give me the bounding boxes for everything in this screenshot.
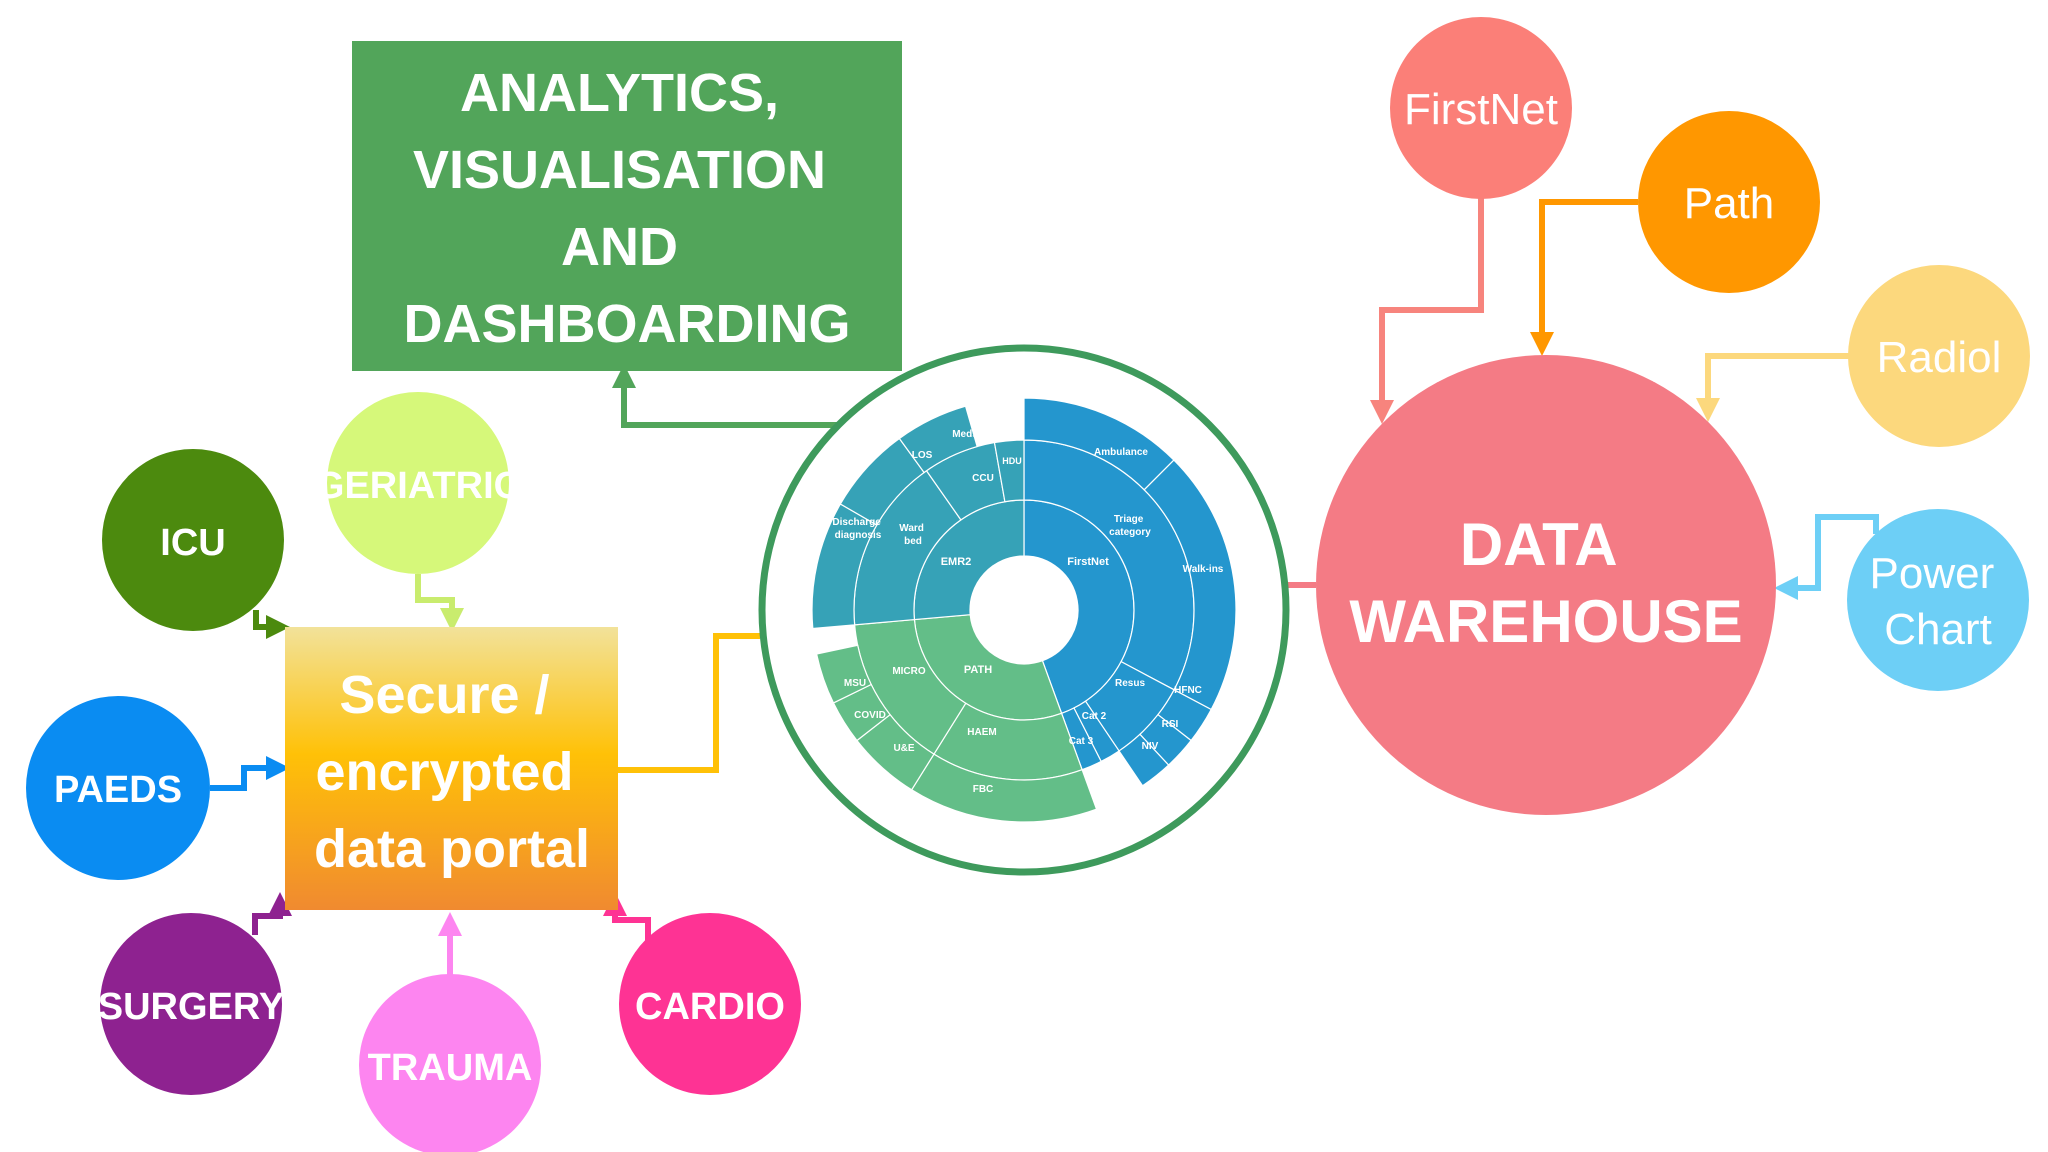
radiol-circle — [1848, 265, 2030, 447]
sb-label-micro: MICRO — [892, 666, 926, 677]
data-portal-box: Secure / encrypted data portal — [285, 627, 618, 910]
geriatric-circle — [327, 392, 509, 574]
sb-label-ambulance: Ambulance — [1094, 447, 1148, 458]
department-nodes: ICU GERIATRIC PAEDS SURGERY TRAUMA CARDI… — [26, 392, 801, 1152]
sb-label-fbc: FBC — [973, 784, 994, 795]
powerchart-node: Power Chart — [1847, 509, 2029, 691]
trauma-circle — [359, 974, 541, 1152]
path-circle — [1638, 111, 1820, 293]
surgery-arrow — [252, 892, 292, 935]
path-node: Path — [1638, 111, 1820, 293]
data-warehouse-node: DATA WAREHOUSE — [1316, 355, 1776, 815]
powerchart-line-2: Chart — [1884, 605, 1992, 654]
surgery-label: SURGERY — [98, 986, 285, 1028]
sb-label-walk-ins: Walk-ins — [1183, 564, 1224, 575]
icu-circle — [102, 449, 284, 631]
portal-title: Secure / encrypted data portal — [314, 665, 590, 879]
radiol-node: Radiol — [1848, 265, 2030, 447]
sb-label-los: LOS — [912, 450, 933, 461]
sunburst-hole — [970, 556, 1078, 664]
geriatric-label: GERIATRIC — [315, 465, 521, 507]
sb-wedge-niv — [1118, 733, 1170, 787]
sb-label-path: PATH — [964, 664, 992, 676]
sb-label-msu: MSU — [844, 678, 866, 689]
portal-line-1: Secure / — [339, 665, 549, 725]
surgery-circle — [100, 913, 282, 1095]
firstnet-node: FirstNet — [1390, 17, 1572, 199]
icu-label: ICU — [160, 522, 225, 564]
sb-label-hfnc: HFNC — [1174, 685, 1202, 696]
paeds-label: PAEDS — [54, 769, 182, 811]
path-arrow — [1530, 199, 1638, 356]
analytics-line-4: DASHBOARDING — [403, 294, 850, 354]
portal-to-sunburst-connector — [618, 633, 760, 773]
geriatric-arrow — [415, 574, 464, 632]
paeds-arrow — [210, 756, 290, 791]
cardio-node: CARDIO — [619, 913, 801, 1095]
firstnet-label: FirstNet — [1404, 85, 1558, 134]
paeds-circle — [26, 696, 210, 880]
trauma-node: TRAUMA — [359, 974, 541, 1152]
icu-arrow — [253, 610, 290, 639]
powerchart-arrow — [1774, 514, 1879, 600]
sb-wedge-msu — [815, 644, 873, 704]
warehouse-line-2: WAREHOUSE — [1349, 588, 1742, 655]
sb-label-haem: HAEM — [967, 727, 996, 738]
path-label: Path — [1684, 179, 1775, 228]
sunburst-segments — [811, 397, 1237, 823]
sb-label-discharge-diagnosis: Discharge diagnosis — [832, 517, 883, 541]
sb-wedge-meds — [898, 405, 978, 474]
portal-line-2: encrypted — [315, 742, 573, 802]
sb-label-ward-bed: Ward bed — [899, 523, 926, 547]
sb-label-rsi: RSI — [1162, 719, 1179, 730]
trauma-label: TRAUMA — [368, 1047, 533, 1089]
sunburst-to-analytics-arrow — [612, 364, 838, 428]
icu-node: ICU — [102, 449, 284, 631]
sunburst-labels: FirstNet EMR2 PATH Triage category Resus… — [832, 429, 1223, 795]
sb-label-ccu: CCU — [972, 473, 994, 484]
analytics-line-1: ANALYTICS, — [460, 63, 779, 123]
sb-label-u-e: U&E — [893, 743, 914, 754]
sb-label-cat2: Cat 2 — [1082, 711, 1107, 722]
cardio-arrow — [603, 892, 651, 942]
radiol-arrow — [1696, 353, 1852, 422]
warehouse-circle — [1316, 355, 1776, 815]
sb-label-meds: Meds — [952, 429, 978, 440]
sb-label-covid: COVID — [854, 710, 886, 721]
sb-label-resus: Resus — [1115, 678, 1145, 689]
sb-wedge-hdu — [993, 439, 1025, 503]
analytics-line-2: VISUALISATION — [413, 140, 826, 200]
powerchart-circle — [1847, 509, 2029, 691]
sb-label-firstnet: FirstNet — [1067, 556, 1109, 568]
powerchart-label: Power Chart — [1870, 549, 2007, 654]
cardio-circle — [619, 913, 801, 1095]
source-nodes: FirstNet Path Radiol Power Chart — [1390, 17, 2030, 691]
portal-line-3: data portal — [314, 819, 590, 879]
analytics-box: ANALYTICS, VISUALISATION AND DASHBOARDIN… — [352, 41, 902, 371]
sb-label-cat3: Cat 3 — [1069, 736, 1094, 747]
geriatric-node: GERIATRIC — [315, 392, 521, 574]
paeds-node: PAEDS — [26, 696, 210, 880]
firstnet-circle — [1390, 17, 1572, 199]
sb-label-niv: NIV — [1142, 741, 1159, 752]
analytics-title: ANALYTICS, VISUALISATION AND DASHBOARDIN… — [403, 63, 850, 354]
warehouse-line-1: DATA — [1460, 511, 1616, 578]
sunburst-chart: FirstNet EMR2 PATH Triage category Resus… — [758, 344, 1290, 876]
sb-label-triage-category: Triage category — [1109, 514, 1151, 538]
cardio-label: CARDIO — [635, 986, 785, 1028]
firstnet-arrow — [1370, 196, 1484, 424]
analytics-box-bg — [352, 41, 902, 371]
surgery-node: SURGERY — [98, 913, 285, 1095]
powerchart-line-1: Power — [1870, 549, 1995, 598]
radiol-label: Radiol — [1877, 333, 2002, 382]
connectors — [210, 196, 1879, 976]
sb-label-emr2: EMR2 — [941, 556, 972, 568]
analytics-line-3: AND — [561, 217, 678, 277]
sb-label-hdu: HDU — [1002, 456, 1022, 466]
portal-box-bg — [285, 627, 618, 910]
warehouse-title: DATA WAREHOUSE — [1349, 511, 1742, 655]
